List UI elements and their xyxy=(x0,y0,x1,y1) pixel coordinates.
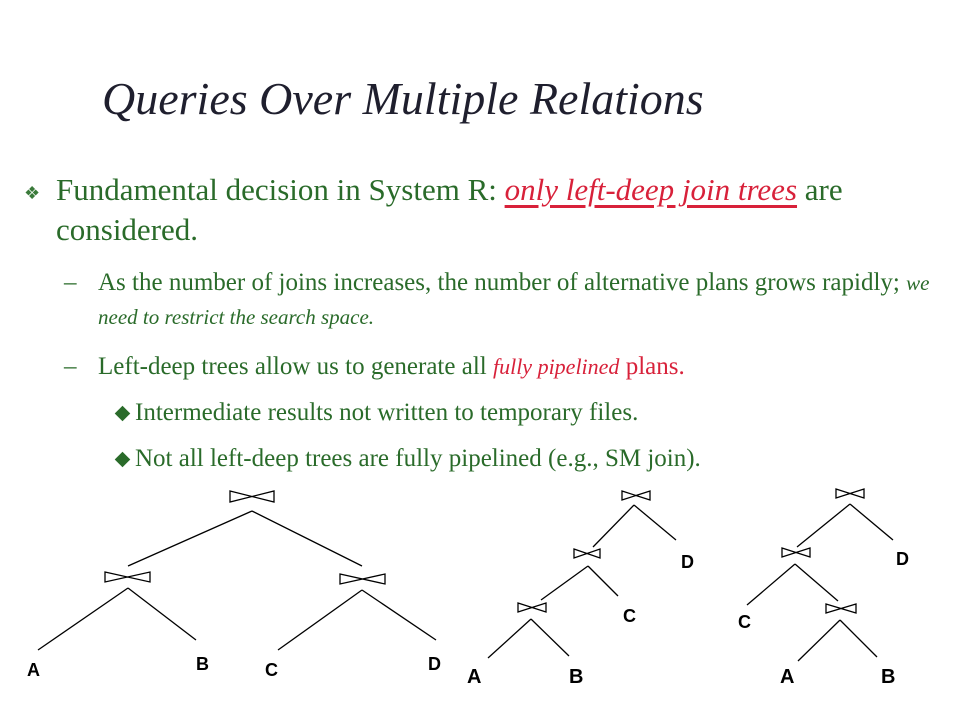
sub-point-1: – As the number of joins increases, the … xyxy=(64,266,938,334)
bullet-emphasis: only left-deep join trees xyxy=(504,172,798,207)
right-nested-tree xyxy=(746,488,894,662)
join-icon xyxy=(104,571,151,583)
sub-point-2-text-before: Left-deep trees allow us to generate all xyxy=(98,353,493,380)
join-icon xyxy=(517,602,547,613)
other-tree-label-b: B xyxy=(881,666,895,688)
sub-sub-point-1-text: Intermediate results not written to temp… xyxy=(135,399,639,426)
join-icon xyxy=(835,488,865,499)
left-deep-label-b: B xyxy=(569,666,583,688)
join-icon xyxy=(621,490,651,501)
dash-icon: – xyxy=(64,353,77,380)
sub-sub-point-1: Intermediate results not written to temp… xyxy=(114,396,955,430)
sub-point-1-text: As the number of joins increases, the nu… xyxy=(98,269,907,296)
bushy-label-a: A xyxy=(27,660,40,680)
slide-title: Queries Over Multiple Relations xyxy=(102,73,704,124)
sub-point-2-text-after: plans. xyxy=(619,353,685,380)
bushy-label-d: D xyxy=(428,654,441,674)
sub-point-1-emphasis: we need to restrict the search space. xyxy=(98,271,930,329)
bullet-text-before: Fundamental decision in System R: xyxy=(56,172,505,207)
diamond-bullet-icon: ❖ xyxy=(24,183,41,203)
join-icon xyxy=(229,490,275,503)
left-deep-label-a: A xyxy=(467,666,481,688)
join-icon xyxy=(339,573,386,585)
bushy-label-b: B xyxy=(196,654,209,674)
other-tree-label-c: C xyxy=(738,612,751,632)
left-deep-tree xyxy=(487,490,677,659)
left-deep-label-c: C xyxy=(623,606,636,626)
sub-sub-point-2-text: Not all left-deep trees are fully pipeli… xyxy=(135,445,701,472)
other-tree-label-d: D xyxy=(896,549,909,569)
bullet-text-after: are considered. xyxy=(56,172,843,247)
sub-point-2-emphasis: fully pipelined xyxy=(492,354,620,379)
left-deep-label-d: D xyxy=(681,552,694,572)
bushy-label-c: C xyxy=(265,660,278,680)
join-icon xyxy=(573,548,601,559)
sub-sub-point-2: Not all left-deep trees are fully pipeli… xyxy=(114,442,955,476)
main-bullet: ❖ Fundamental decision in System R: only… xyxy=(24,170,936,250)
bushy-tree xyxy=(37,490,437,651)
dash-icon: – xyxy=(64,269,77,296)
sub-point-2: – Left-deep trees allow us to generate a… xyxy=(64,350,938,384)
other-tree-label-a: A xyxy=(780,666,794,688)
join-icon xyxy=(781,547,811,558)
join-icon xyxy=(825,603,857,614)
